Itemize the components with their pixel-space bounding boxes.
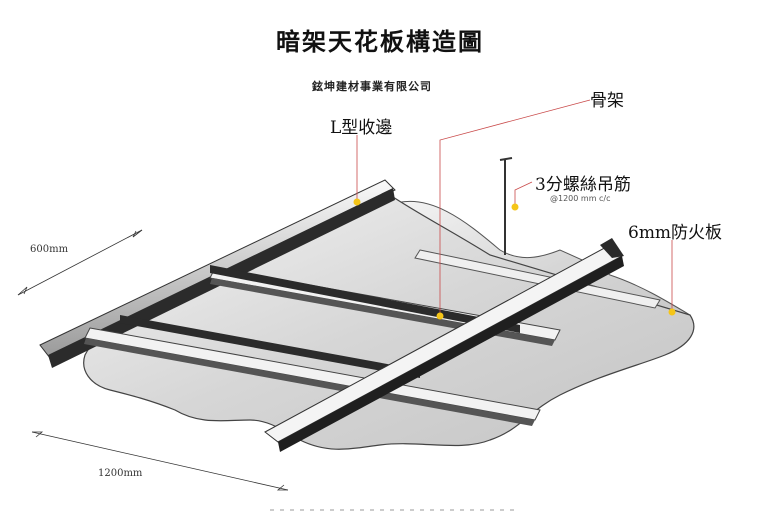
dimension-1200-label: 1200mm bbox=[98, 468, 143, 479]
marker-board bbox=[668, 308, 676, 316]
fireproof-board-main bbox=[83, 194, 695, 450]
leader-frame bbox=[439, 99, 591, 315]
dimension-1200 bbox=[31, 431, 289, 491]
diagram-title: 暗架天花板構造圖 bbox=[276, 28, 484, 56]
marker-l-trim bbox=[353, 198, 361, 206]
label-hanger-spacing: @1200 mm c/c bbox=[550, 194, 611, 203]
dimension-600-label: 600mm bbox=[30, 244, 69, 255]
marker-hanger bbox=[511, 203, 519, 211]
company-name: 鉉坤建材事業有限公司 bbox=[312, 80, 432, 93]
marker-frame bbox=[436, 312, 444, 320]
main-tee-dark-right bbox=[120, 315, 420, 378]
dimension-600 bbox=[17, 229, 143, 296]
label-frame: 骨架 bbox=[590, 91, 624, 111]
leader-hanger bbox=[514, 181, 533, 205]
label-l-trim: L型收邊 bbox=[330, 118, 393, 138]
label-hanger: 3分螺絲吊筋 bbox=[535, 175, 631, 195]
label-board: 6mm防火板 bbox=[628, 223, 723, 243]
